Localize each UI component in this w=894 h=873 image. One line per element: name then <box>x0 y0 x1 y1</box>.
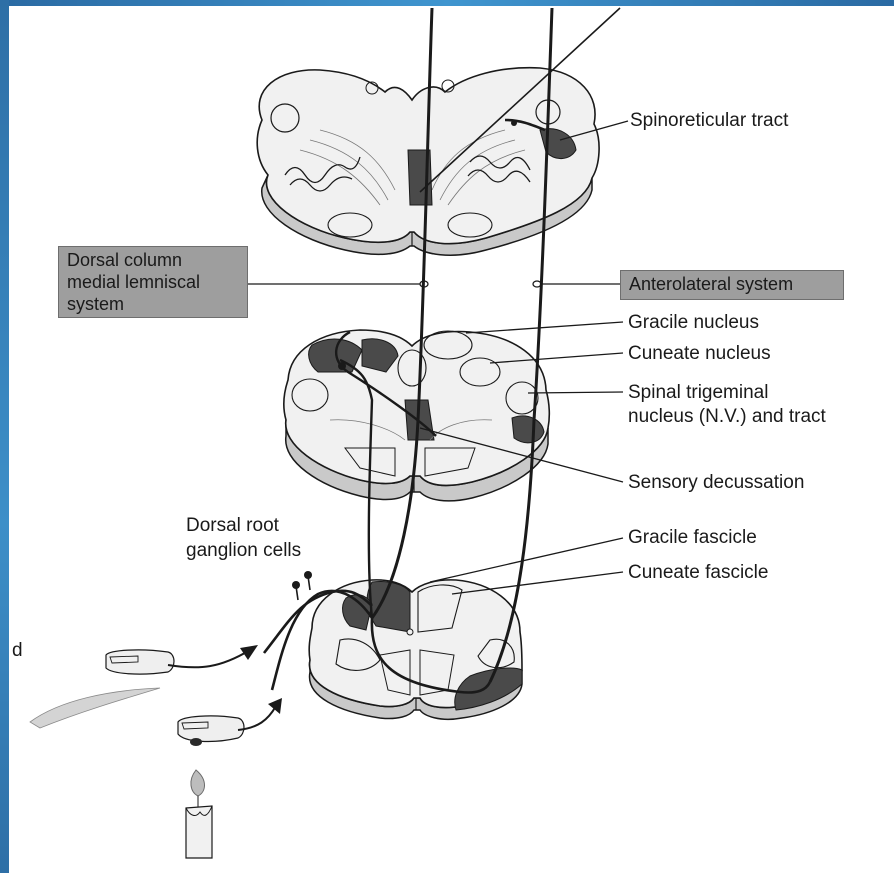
label-spinoreticular-tract: Spinoreticular tract <box>630 110 788 132</box>
label-box-dorsal-column: Dorsal column medial lemniscal system <box>58 246 248 318</box>
label-sensory-decussation: Sensory decussation <box>628 472 804 494</box>
label-dorsal-column-line3: system <box>67 293 239 315</box>
label-dorsal-column-line2: medial lemniscal <box>67 271 239 293</box>
label-gracile-fascicle: Gracile fascicle <box>628 527 757 549</box>
finger-touch-illustration <box>30 645 258 728</box>
spinal-cord-section <box>309 580 522 719</box>
gracile-neuron-body <box>338 362 346 370</box>
caudal-medulla-section <box>284 330 549 501</box>
label-anterolateral-system: Anterolateral system <box>629 273 835 295</box>
label-spinal-trigeminal-line1: Spinal trigeminal <box>628 382 768 404</box>
label-cuneate-nucleus: Cuneate nucleus <box>628 343 771 365</box>
flame-icon <box>191 770 205 796</box>
burn-spot <box>190 738 202 746</box>
label-dorsal-column-line1: Dorsal column <box>67 249 239 271</box>
drg-cell-body-2 <box>304 571 312 579</box>
label-gracile-nucleus: Gracile nucleus <box>628 312 759 334</box>
drg-cell-body-1 <box>292 581 300 589</box>
finger-heat-illustration <box>178 698 282 858</box>
label-cuneate-fascicle: Cuneate fascicle <box>628 562 768 584</box>
label-spinal-trigeminal-line2: nucleus (N.V.) and tract <box>628 406 826 428</box>
stray-letter: d <box>12 640 23 662</box>
arrow-head-2 <box>268 698 282 714</box>
label-dorsal-root-line1: Dorsal root <box>186 515 279 537</box>
label-dorsal-root-line2: ganglion cells <box>186 540 301 562</box>
arrow-head-1 <box>240 645 258 660</box>
label-box-anterolateral-system: Anterolateral system <box>620 270 844 300</box>
feather-icon <box>30 688 160 728</box>
spinoreticular-neuron-body <box>511 120 517 126</box>
